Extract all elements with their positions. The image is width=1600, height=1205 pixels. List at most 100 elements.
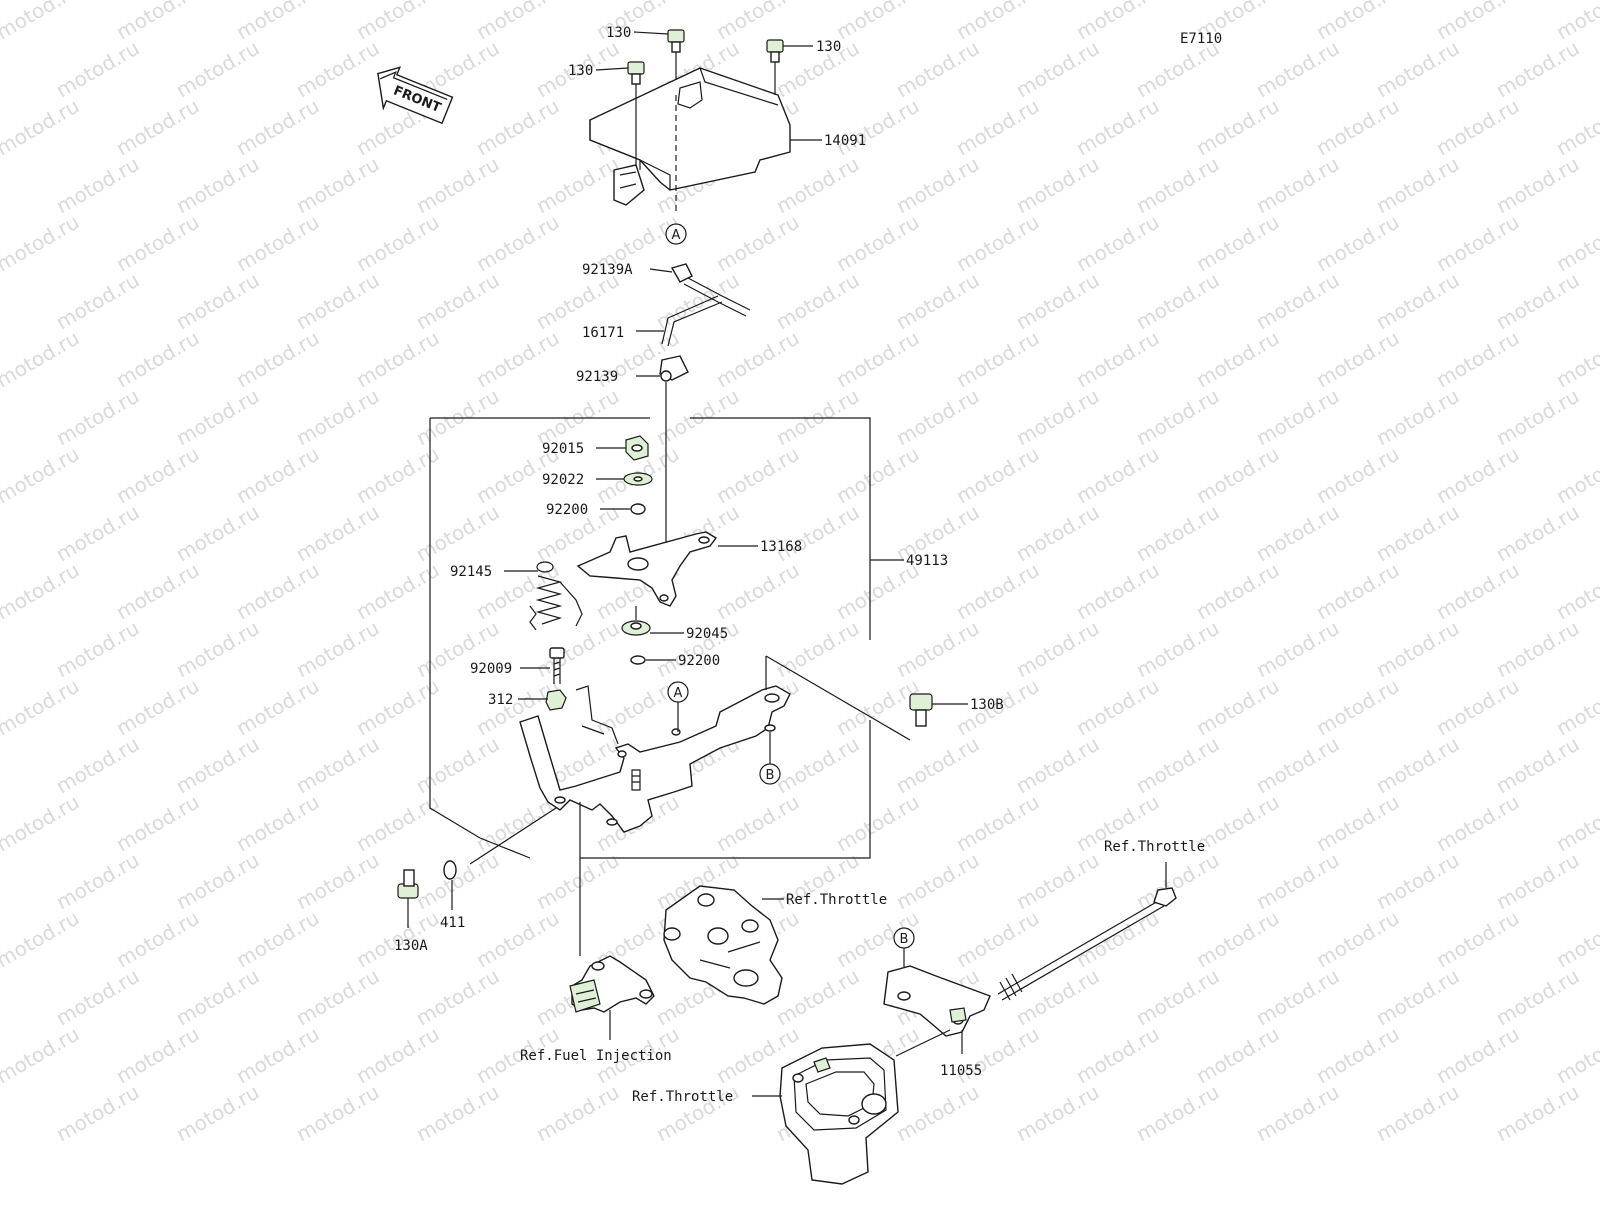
watermark-text: motod.ru bbox=[1552, 790, 1600, 857]
label-92145: 92145 bbox=[450, 564, 492, 580]
watermark-text: motod.ru bbox=[1012, 36, 1103, 103]
watermark-text: motod.ru bbox=[712, 442, 803, 509]
watermark-text: motod.ru bbox=[172, 848, 263, 915]
watermark-text: motod.ru bbox=[1012, 268, 1103, 335]
diagram-code: E7110 bbox=[1180, 31, 1222, 47]
watermark-text: motod.ru bbox=[1492, 1080, 1583, 1147]
watermark-text: motod.ru bbox=[1432, 0, 1523, 44]
watermark-text: motod.ru bbox=[232, 210, 323, 277]
lever-13168-drawing bbox=[576, 531, 718, 607]
watermark-text: motod.ru bbox=[1012, 500, 1103, 567]
ref-throttle-2: Ref.Throttle bbox=[1104, 839, 1205, 855]
watermark-text: motod.ru bbox=[1252, 384, 1343, 451]
watermark-text: motod.ru bbox=[0, 1022, 83, 1089]
watermark-text: motod.ru bbox=[172, 152, 263, 219]
watermark-text: motod.ru bbox=[292, 732, 383, 799]
watermark-text: motod.ru bbox=[772, 732, 863, 799]
watermark-text: motod.ru bbox=[1072, 94, 1163, 161]
watermark-text: motod.ru bbox=[1192, 790, 1283, 857]
label-130-c: 130 bbox=[816, 39, 841, 55]
watermark-text: motod.ru bbox=[52, 732, 143, 799]
ref-throttle-1: Ref.Throttle bbox=[786, 892, 887, 908]
watermark-text: motod.ru bbox=[1312, 326, 1403, 393]
watermark-text: motod.ru bbox=[232, 790, 323, 857]
watermark-text: motod.ru bbox=[112, 674, 203, 741]
watermark-text: motod.ru bbox=[1132, 500, 1223, 567]
watermark-text: motod.ru bbox=[1372, 964, 1463, 1031]
watermark-text: motod.ru bbox=[472, 326, 563, 393]
throttle-rod-drawing bbox=[997, 887, 1177, 1001]
watermark-text: motod.ru bbox=[832, 326, 923, 393]
watermark-text: motod.ru bbox=[172, 1080, 263, 1147]
watermark-text: motod.ru bbox=[0, 210, 83, 277]
watermark-text: motod.ru bbox=[232, 94, 323, 161]
watermark-text: motod.ru bbox=[1252, 616, 1343, 683]
callout-a-top: A bbox=[665, 223, 687, 245]
label-13168: 13168 bbox=[760, 539, 802, 555]
bolt-130B-icon bbox=[909, 693, 933, 727]
watermark-text: motod.ru bbox=[712, 0, 803, 44]
watermark-text: motod.ru bbox=[1492, 848, 1583, 915]
watermark-text: motod.ru bbox=[112, 906, 203, 973]
watermark-text: motod.ru bbox=[1252, 152, 1343, 219]
oring-92200-b-icon bbox=[630, 655, 646, 665]
watermark-text: motod.ru bbox=[1252, 732, 1343, 799]
watermark-text: motod.ru bbox=[712, 210, 803, 277]
watermark-text: motod.ru bbox=[712, 558, 803, 625]
watermark-text: motod.ru bbox=[1492, 384, 1583, 451]
watermark-text: motod.ru bbox=[1252, 268, 1343, 335]
watermark-text: motod.ru bbox=[1072, 674, 1163, 741]
watermark-text: motod.ru bbox=[1432, 326, 1523, 393]
watermark-text: motod.ru bbox=[952, 210, 1043, 277]
watermark-text: motod.ru bbox=[1492, 36, 1583, 103]
watermark-text: motod.ru bbox=[1192, 1022, 1283, 1089]
watermark-text: motod.ru bbox=[1012, 616, 1103, 683]
watermark-text: motod.ru bbox=[292, 384, 383, 451]
label-92200-b: 92200 bbox=[678, 653, 720, 669]
watermark-text: motod.ru bbox=[772, 152, 863, 219]
watermark-text: motod.ru bbox=[652, 268, 743, 335]
throttle-sensor-drawing bbox=[569, 955, 655, 1013]
watermark-text: motod.ru bbox=[112, 442, 203, 509]
watermark-text: motod.ru bbox=[172, 384, 263, 451]
watermark-text: motod.ru bbox=[112, 1022, 203, 1089]
watermark-text: motod.ru bbox=[1432, 674, 1523, 741]
watermark-text: motod.ru bbox=[52, 268, 143, 335]
watermark-text: motod.ru bbox=[1492, 268, 1583, 335]
watermark-text: motod.ru bbox=[772, 384, 863, 451]
watermark-text: motod.ru bbox=[412, 732, 503, 799]
watermark-text: motod.ru bbox=[112, 790, 203, 857]
watermark-text: motod.ru bbox=[1132, 964, 1223, 1031]
watermark-text: motod.ru bbox=[1072, 906, 1163, 973]
cover-14091-drawing bbox=[589, 50, 791, 215]
watermark-text: motod.ru bbox=[1192, 906, 1283, 973]
watermark-text: motod.ru bbox=[412, 848, 503, 915]
watermark-text: motod.ru bbox=[52, 384, 143, 451]
bolt-92009-icon bbox=[549, 647, 565, 684]
watermark-text: motod.ru bbox=[1492, 152, 1583, 219]
bolt-130-c-icon bbox=[766, 39, 784, 63]
watermark-text: motod.ru bbox=[112, 0, 203, 44]
watermark-text: motod.ru bbox=[712, 326, 803, 393]
label-92015: 92015 bbox=[542, 441, 584, 457]
watermark-text: motod.ru bbox=[1492, 732, 1583, 799]
watermark-text: motod.ru bbox=[1312, 558, 1403, 625]
watermark-text: motod.ru bbox=[352, 210, 443, 277]
label-92139: 92139 bbox=[576, 369, 618, 385]
oring-92200-a-icon bbox=[630, 503, 646, 515]
watermark-text: motod.ru bbox=[1492, 964, 1583, 1031]
watermark-text: motod.ru bbox=[772, 268, 863, 335]
watermark-text: motod.ru bbox=[1072, 326, 1163, 393]
callout-a-top-label: A bbox=[672, 228, 681, 243]
watermark-text: motod.ru bbox=[1432, 1022, 1523, 1089]
watermark-text: motod.ru bbox=[1192, 558, 1283, 625]
watermark-text: motod.ru bbox=[292, 152, 383, 219]
watermark-text: motod.ru bbox=[232, 0, 323, 44]
watermark-text: motod.ru bbox=[892, 1080, 983, 1147]
watermark-text: motod.ru bbox=[0, 326, 83, 393]
watermark-text: motod.ru bbox=[0, 558, 83, 625]
watermark-text: motod.ru bbox=[352, 0, 443, 44]
watermark-text: motod.ru bbox=[832, 94, 923, 161]
